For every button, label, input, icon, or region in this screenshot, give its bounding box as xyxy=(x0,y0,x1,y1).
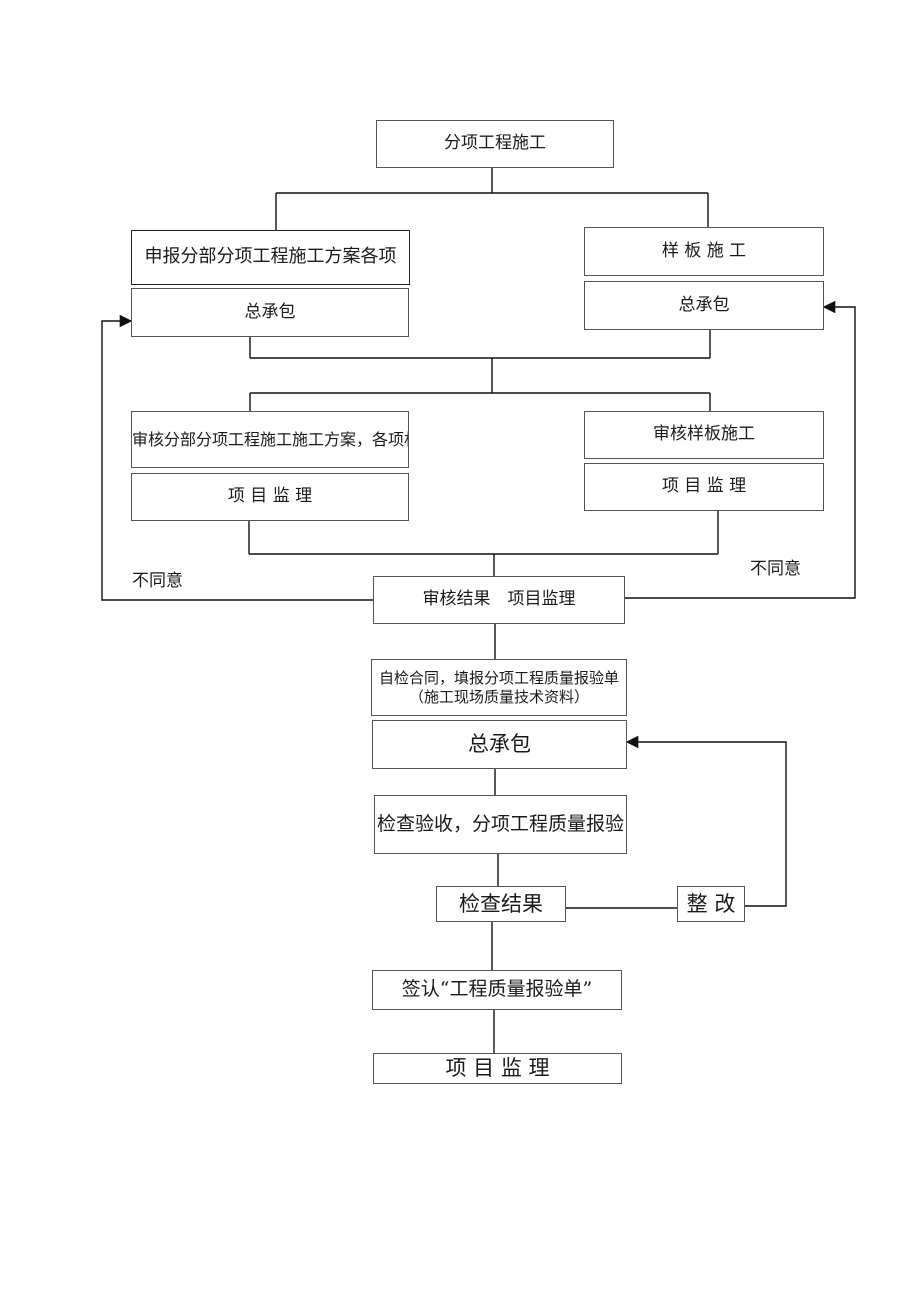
self-check-line-2: （施工现场质量技术资料） xyxy=(408,687,589,706)
node-rectify: 整 改 xyxy=(677,886,745,922)
node-inspect-result: 检查结果 xyxy=(436,886,566,922)
node-review-plan: 审核分部分项工程施工施工方案，各项材 xyxy=(131,411,409,468)
node-self-check: 自检合同，填报分项工程质量报验单 （施工现场质量技术资料） xyxy=(371,659,627,716)
node-sign-report: 签认“工程质量报验单” xyxy=(372,970,622,1010)
node-sub-item-construction: 分项工程施工 xyxy=(376,120,614,168)
node-submit-plan: 申报分部分项工程施工方案各项 xyxy=(131,230,410,285)
node-supervision-right: 项 目 监 理 xyxy=(584,463,824,511)
node-general-contractor-main: 总承包 xyxy=(372,720,627,769)
node-inspect-accept: 检查验收，分项工程质量报验 xyxy=(374,795,627,854)
label-disagree-left: 不同意 xyxy=(132,571,183,591)
node-review-result: 审核结果 项目监理 xyxy=(373,576,625,624)
node-general-contractor-left: 总承包 xyxy=(131,288,409,337)
disagree-loop-left xyxy=(101,314,373,601)
label-disagree-right: 不同意 xyxy=(750,559,801,579)
node-general-contractor-right: 总承包 xyxy=(584,281,824,330)
rectify-loop xyxy=(625,735,787,907)
node-sample-construction: 样 板 施 工 xyxy=(584,227,824,276)
node-review-sample: 审核样板施工 xyxy=(584,411,824,459)
self-check-line-1: 自检合同，填报分项工程质量报验单 xyxy=(378,668,619,687)
node-supervision-final: 项 目 监 理 xyxy=(373,1053,622,1084)
node-supervision-left: 项 目 监 理 xyxy=(131,473,409,521)
disagree-loop-right xyxy=(625,300,856,599)
